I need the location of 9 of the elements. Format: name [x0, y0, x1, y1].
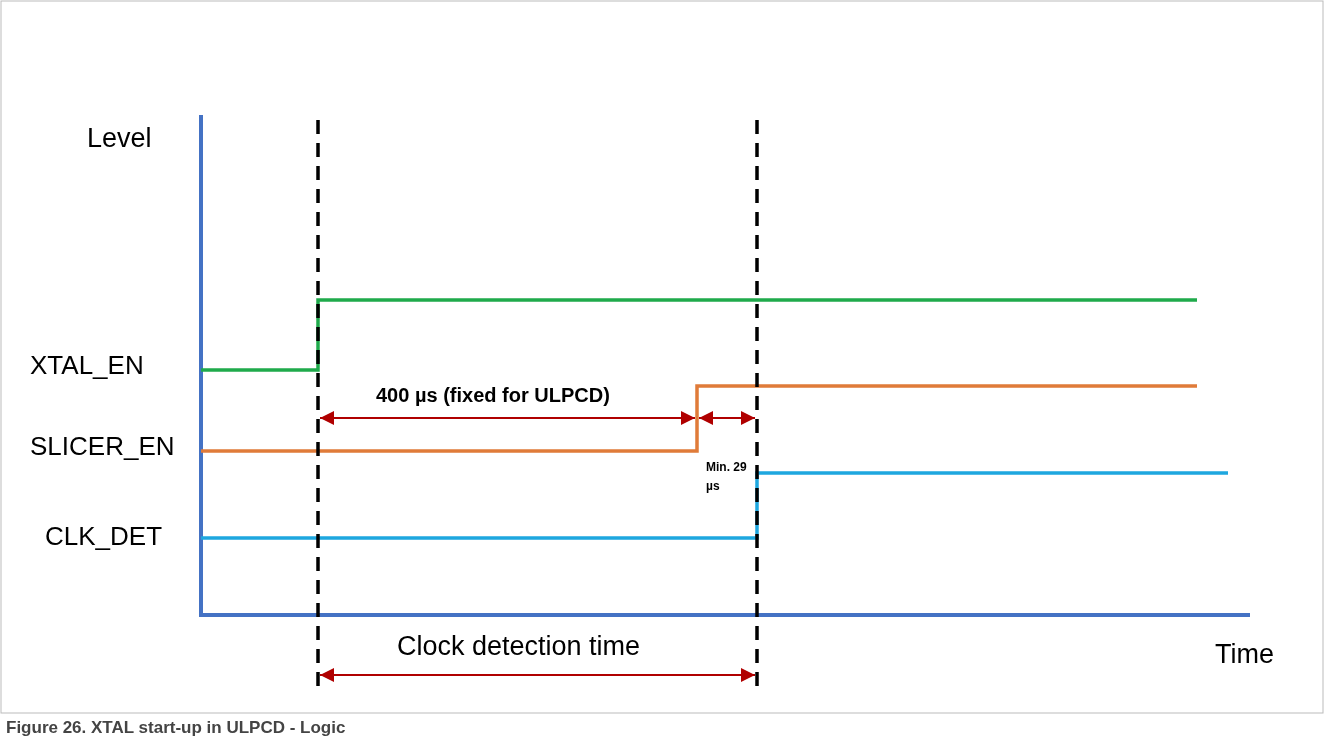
axis-title: Level: [87, 124, 152, 154]
axis-title: Time: [1215, 640, 1274, 670]
figure-caption: Figure 26. XTAL start-up in ULPCD - Logic: [6, 719, 346, 738]
dimension-label: Clock detection time: [397, 632, 641, 662]
dimension-label: Min. 29 µs: [706, 459, 748, 496]
signal-name: XTAL_EN: [30, 351, 144, 380]
signal-name: CLK_DET: [45, 522, 163, 551]
dimension-label: 400 µs (fixed for ULPCD): [376, 384, 610, 406]
signal-name: SLICER_EN: [30, 432, 175, 461]
